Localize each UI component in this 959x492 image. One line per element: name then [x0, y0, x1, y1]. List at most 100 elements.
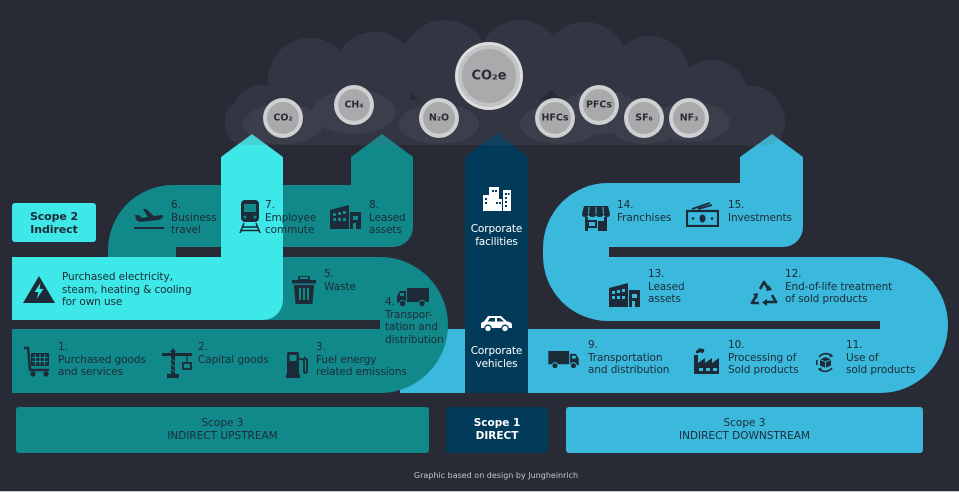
downstream-item-13: 13. Leased assets [648, 268, 685, 306]
upstream-item-8: 8. Leased assets [369, 199, 406, 237]
label-line: DIRECT [475, 430, 519, 442]
shop-icon [582, 205, 610, 231]
scope2-band [12, 257, 283, 320]
item-number: 7. [265, 199, 275, 211]
truck-icon [547, 351, 580, 369]
label-line: Scope 1 [473, 417, 521, 429]
scope2-electricity-text: Purchased electricity, steam, heating & … [62, 271, 192, 309]
label-line: Transportation [588, 351, 663, 364]
item-number: 10. [728, 339, 745, 351]
item-number: 13. [648, 268, 665, 280]
scope3-upstream-label: Scope 3 INDIRECT UPSTREAM [16, 407, 429, 453]
upstream-item-4: 4. Transpor- tation and distribution [385, 296, 444, 347]
scope1-column [465, 133, 528, 393]
label-line: Purchased goods [58, 353, 146, 366]
label-line: Leased [648, 280, 685, 293]
item-number: 14. [617, 199, 634, 211]
label-line: Use of [846, 351, 879, 364]
gas-label: CH₄ [344, 100, 363, 111]
gas-label: CO₂ [273, 113, 292, 124]
scope2-badge-line1: Scope 2 [29, 210, 79, 223]
gas-bubble-sf6: SF₆ [624, 98, 664, 138]
label-line: travel [171, 224, 201, 237]
upstream-item-5: 5. Waste [324, 268, 356, 293]
label-line: distribution [385, 334, 444, 347]
label-line: of sold products [785, 293, 868, 306]
label-line: sold products [846, 364, 916, 377]
product-use-cycle-icon [815, 352, 836, 373]
item-number: 12. [785, 268, 802, 280]
item-number: 2. [198, 341, 208, 353]
scope1-direct-label: Scope 1 DIRECT [446, 407, 548, 453]
building-icon [330, 203, 361, 229]
label-line: End-of-life treatment [785, 280, 893, 293]
label-line: Fuel energy [316, 353, 377, 366]
downstream-item-14: 14. Franchises [617, 199, 672, 224]
crane-icon [162, 348, 192, 378]
upstream-right-curve [380, 257, 448, 393]
gas-label: PFCs [586, 100, 612, 111]
item-number: 11. [846, 339, 863, 351]
gas-bubble-co2: CO₂ [263, 98, 303, 138]
gas-label: NF₃ [680, 113, 699, 124]
scope2-badge-line2: Indirect [30, 222, 78, 236]
gas-bubble-hfcs: HFCs [535, 98, 575, 138]
label-line: Leased [369, 211, 406, 224]
item-number: 5. [324, 268, 334, 280]
label-line: vehicles [475, 357, 518, 370]
label-line: Purchased electricity, [62, 271, 173, 283]
scope1-vehicles-text: Corporate vehicles [465, 345, 528, 370]
label-line: related emissions [316, 366, 407, 379]
downstream-item-11: 11. Use of sold products [846, 339, 915, 377]
gas-label: N₂O [429, 113, 449, 124]
recycle-icon [749, 279, 779, 309]
label-line: INDIRECT DOWNSTREAM [679, 430, 810, 442]
upstream-bottom-band [12, 329, 380, 393]
fuel-pump-icon [286, 351, 308, 378]
label-line: assets [648, 293, 681, 306]
gas-bubble-co2e: CO₂e [455, 42, 523, 110]
label-line: Corporate [470, 223, 523, 235]
label-line: facilities [475, 235, 518, 248]
label-line: tation and [385, 321, 438, 334]
truck-icon [397, 288, 429, 307]
label-line: assets [369, 224, 402, 237]
label-line: and distribution [588, 364, 670, 377]
upstream-item-3: 3. Fuel energy related emissions [316, 341, 407, 379]
gas-bubble-pfcs: PFCs [579, 85, 619, 125]
money-icon [686, 201, 719, 227]
gas-bubble-ch4: CH₄ [334, 85, 374, 125]
label-line: Processing of [728, 351, 797, 364]
item-number: 4. [385, 296, 395, 308]
label-line: for own use [62, 296, 123, 309]
gas-label-co2e: CO₂e [471, 69, 506, 84]
label-line: Waste [324, 280, 356, 293]
label-line: and services [58, 366, 123, 379]
downstream-item-15: 15. Investments [728, 199, 792, 224]
credit-footer: Graphic based on design by Jungheinrich [413, 471, 579, 480]
label-line: Sold products [728, 364, 799, 377]
downstream-right-curve [880, 257, 948, 393]
upstream-item-2: 2. Capital goods [198, 341, 269, 366]
item-number: 3. [316, 341, 326, 353]
electricity-warning-icon [23, 276, 55, 303]
item-number: 8. [369, 199, 379, 211]
item-number: 1. [58, 341, 68, 353]
downstream-arrow [740, 134, 803, 190]
label-line: INDIRECT UPSTREAM [167, 430, 278, 442]
label-line: Investments [728, 211, 792, 224]
gas-label: HFCs [541, 113, 568, 124]
upstream-item-6: 6. Business travel [171, 199, 217, 237]
car-icon [480, 315, 513, 332]
upstream-item-1: 1. Purchased goods and services [58, 341, 146, 379]
shopping-cart-icon [23, 344, 51, 378]
item-number: 15. [728, 199, 745, 211]
label-line: Capital goods [198, 353, 269, 366]
label-line: Corporate [470, 345, 523, 357]
label-line: Employee [265, 211, 317, 224]
label-line: Franchises [617, 211, 672, 224]
scope2-arrow [221, 134, 283, 262]
gas-bubble-n2o: N₂O [419, 98, 459, 138]
